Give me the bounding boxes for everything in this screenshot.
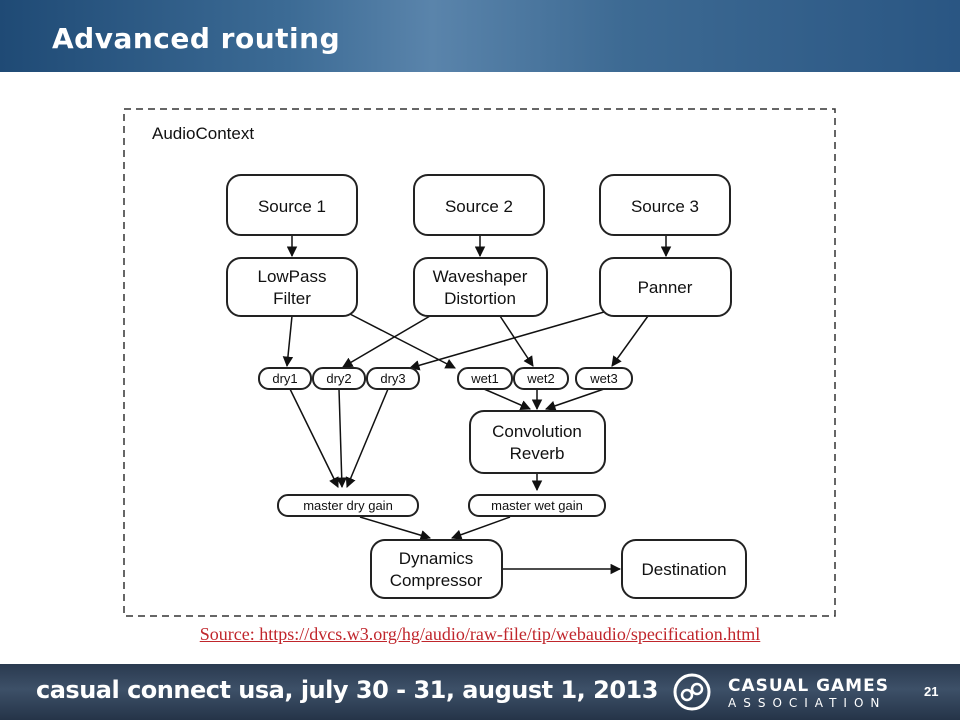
slide-title: Advanced routing bbox=[52, 22, 341, 55]
source-link[interactable]: Source: https://dvcs.w3.org/hg/audio/raw… bbox=[199, 624, 761, 644]
node-source3 bbox=[599, 174, 731, 236]
edge-masterdry-compressor bbox=[359, 516, 432, 541]
edge-lowpass-wet1 bbox=[347, 312, 456, 369]
node-compressor bbox=[370, 539, 503, 599]
label-panner: Panner bbox=[638, 278, 693, 297]
label-wet3: wet3 bbox=[589, 371, 617, 386]
logo-wordmark-bottom: ASSOCIATION bbox=[728, 696, 887, 710]
edge-waveshaper-dry2 bbox=[342, 315, 431, 368]
label-source3: Source 3 bbox=[631, 197, 699, 216]
edges bbox=[282, 236, 672, 575]
edge-lowpass-dry1 bbox=[282, 315, 294, 368]
node-waveshaper bbox=[413, 257, 548, 317]
event-banner-text: casual connect usa, july 30 - 31, august… bbox=[36, 676, 658, 704]
edge-panner-dry3 bbox=[408, 311, 605, 371]
node-dry2 bbox=[312, 367, 366, 390]
label-waveshaper-2: Distortion bbox=[444, 289, 516, 308]
label-waveshaper-1: Waveshaper bbox=[433, 267, 528, 286]
label-master-dry: master dry gain bbox=[303, 498, 393, 513]
footer-banner: casual connect usa, july 30 - 31, august… bbox=[0, 664, 960, 720]
node-master-wet bbox=[468, 494, 606, 517]
edge-dry2-masterdry bbox=[336, 388, 347, 489]
label-destination: Destination bbox=[641, 560, 726, 579]
audiocontext-frame bbox=[123, 108, 836, 617]
edge-wet3-convolution bbox=[545, 388, 605, 411]
label-dry3: dry3 bbox=[380, 371, 405, 386]
label-compressor-2: Compressor bbox=[390, 571, 483, 590]
audiocontext-label: AudioContext bbox=[152, 124, 254, 143]
node-source1 bbox=[226, 174, 358, 236]
edge-waveshaper-wet2 bbox=[499, 315, 534, 367]
node-master-dry bbox=[277, 494, 419, 517]
edge-masterwet-compressor bbox=[451, 516, 511, 540]
node-wet1 bbox=[457, 367, 513, 390]
node-wet3 bbox=[575, 367, 633, 390]
edge-panner-wet3 bbox=[611, 315, 649, 367]
node-wet2 bbox=[513, 367, 569, 390]
label-lowpass-2: Filter bbox=[273, 289, 311, 308]
label-source2: Source 2 bbox=[445, 197, 513, 216]
node-source2 bbox=[413, 174, 545, 236]
node-destination bbox=[621, 539, 747, 599]
label-convolution-1: Convolution bbox=[492, 422, 582, 441]
page-number: 21 bbox=[924, 684, 939, 699]
label-wet2: wet2 bbox=[526, 371, 554, 386]
node-lowpass bbox=[226, 257, 358, 317]
logo-wordmark-top: CASUAL GAMES bbox=[728, 676, 889, 696]
label-master-wet: master wet gain bbox=[491, 498, 583, 513]
edge-dry1-masterdry bbox=[289, 388, 339, 488]
label-dry2: dry2 bbox=[326, 371, 351, 386]
label-wet1: wet1 bbox=[470, 371, 498, 386]
label-lowpass-1: LowPass bbox=[258, 267, 327, 286]
label-compressor-1: Dynamics bbox=[399, 549, 474, 568]
node-dry1 bbox=[258, 367, 312, 390]
label-source1: Source 1 bbox=[258, 197, 326, 216]
node-convolution bbox=[469, 410, 606, 474]
label-convolution-2: Reverb bbox=[510, 444, 565, 463]
edge-dry3-masterdry bbox=[345, 388, 389, 488]
slide-header: Advanced routing bbox=[0, 0, 960, 72]
casual-games-logo-icon bbox=[673, 673, 711, 711]
node-dry3 bbox=[366, 367, 420, 390]
edge-wet1-convolution bbox=[483, 388, 531, 411]
node-panner bbox=[599, 257, 732, 317]
label-dry1: dry1 bbox=[272, 371, 297, 386]
